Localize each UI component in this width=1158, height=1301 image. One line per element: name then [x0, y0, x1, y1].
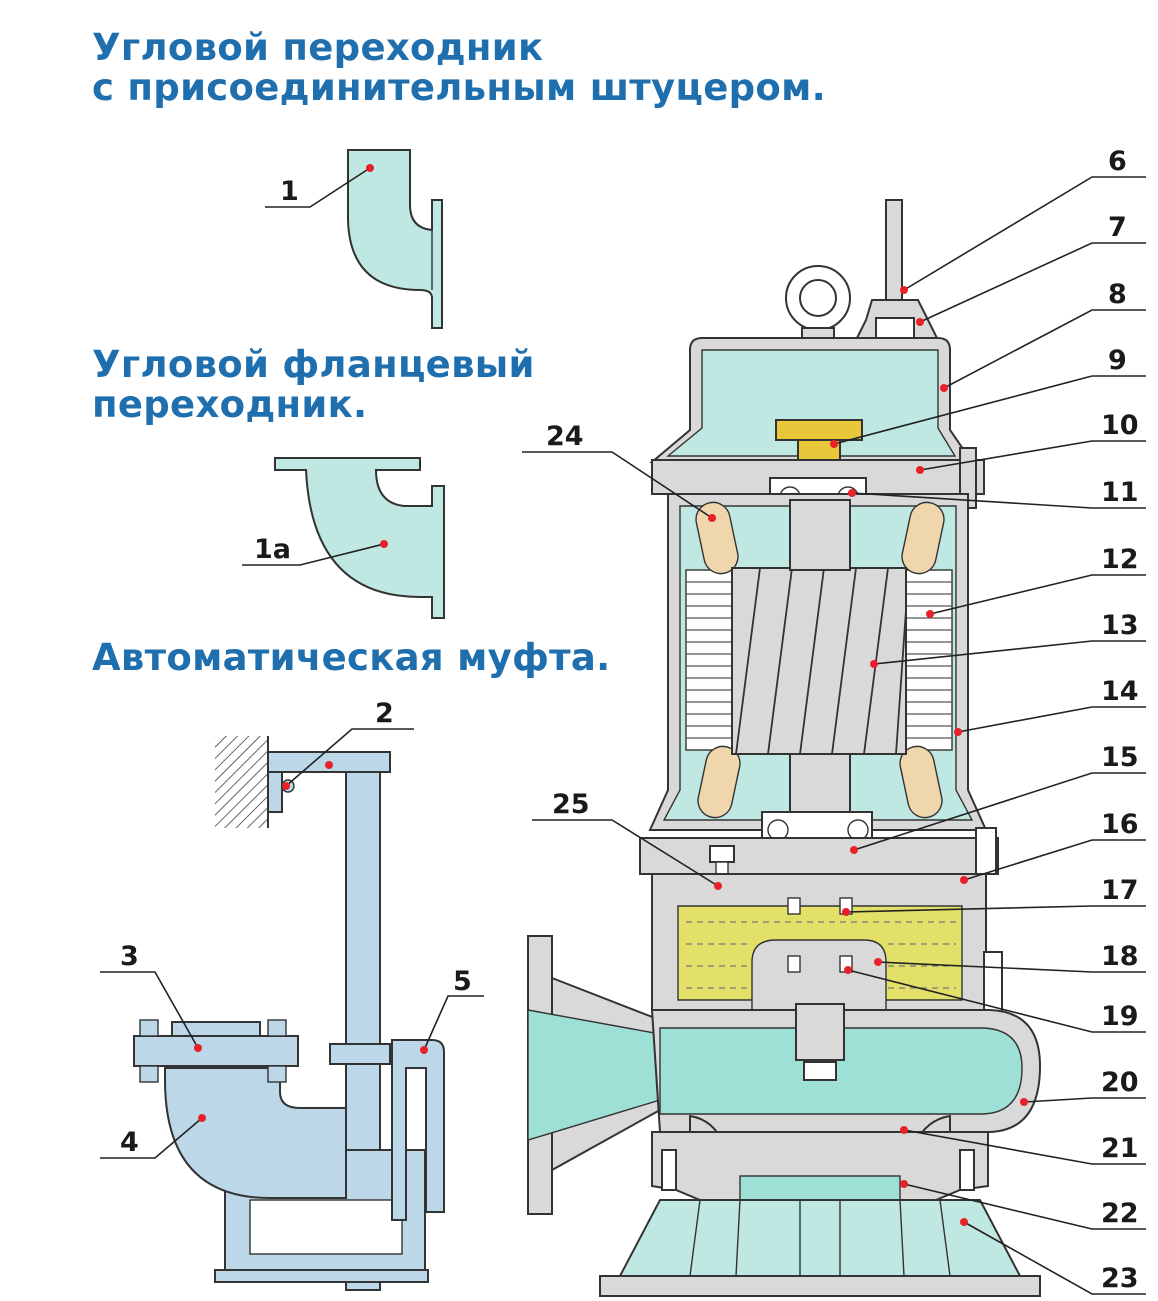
callout-24: 24 [546, 421, 584, 452]
callout-12: 12 [1101, 544, 1139, 575]
callout-5: 5 [453, 966, 472, 997]
elbow-flange-drawing [274, 457, 445, 619]
callout-25: 25 [552, 789, 590, 820]
heading-elbow-fitting-line2: с присоединительным штуцером. [92, 66, 826, 109]
heading-elbow-fitting: Угловой переходник с присоединительным ш… [92, 28, 826, 108]
callout-23: 23 [1101, 1263, 1139, 1294]
callout-10: 10 [1101, 410, 1139, 441]
callout-15: 15 [1101, 742, 1139, 773]
callout-19: 19 [1101, 1001, 1139, 1032]
heading-elbow-flange-line2: переходник. [92, 383, 368, 426]
callout-labels: 1 1а 2 3 4 5 6 7 8 9 10 11 12 13 14 15 1… [120, 146, 1139, 1294]
callout-13: 13 [1101, 610, 1139, 641]
callout-4: 4 [120, 1127, 139, 1158]
elbow-fitting-drawing [347, 149, 443, 329]
callout-7: 7 [1108, 212, 1127, 243]
heading-auto-coupling: Автоматическая муфта. [92, 638, 610, 678]
callout-22: 22 [1101, 1198, 1139, 1229]
callout-9: 9 [1108, 345, 1127, 376]
auto-coupling-drawing [133, 736, 445, 1291]
callout-21: 21 [1101, 1133, 1139, 1164]
callout-20: 20 [1101, 1067, 1139, 1098]
callout-17: 17 [1101, 875, 1139, 906]
leader-lines [100, 164, 1146, 1295]
heading-elbow-flange: Угловой фланцевый переходник. [92, 345, 535, 425]
callout-3: 3 [120, 941, 139, 972]
callout-11: 11 [1101, 477, 1139, 508]
heading-auto-coupling-line1: Автоматическая муфта. [92, 636, 611, 679]
callout-18: 18 [1101, 941, 1139, 972]
heading-elbow-fitting-line1: Угловой переходник [92, 26, 544, 69]
callout-8: 8 [1108, 279, 1127, 310]
callout-6: 6 [1108, 146, 1127, 177]
heading-elbow-flange-line1: Угловой фланцевый [92, 343, 535, 386]
callout-1a: 1а [254, 534, 291, 565]
callout-16: 16 [1101, 809, 1139, 840]
callout-1: 1 [280, 176, 299, 207]
callout-14: 14 [1101, 676, 1139, 707]
callout-2: 2 [375, 698, 394, 729]
pump-drawing [527, 199, 1042, 1297]
